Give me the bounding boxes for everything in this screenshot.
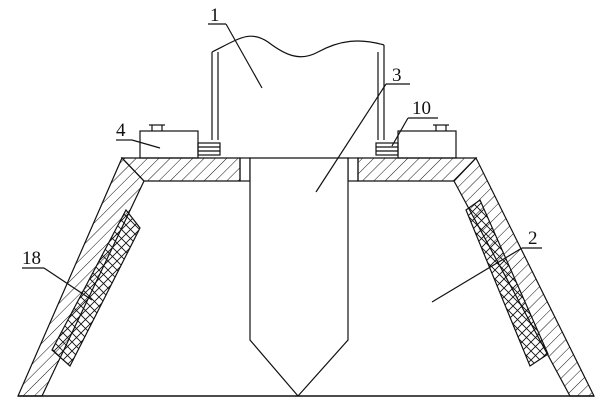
right-liner [465,199,549,367]
label-part-3: 3 [392,65,402,86]
left-clamp-block [139,124,221,159]
leader-lines [22,23,542,303]
right-clamp-block [375,124,457,159]
label-part-2: 2 [528,228,538,249]
left-liner [51,208,141,367]
label-part-18: 18 [22,248,41,269]
conical-housing [17,156,595,397]
label-part-1: 1 [210,5,220,26]
label-part-4: 4 [116,120,126,141]
central-blade [249,157,349,397]
label-part-10: 10 [412,98,431,119]
upper-shaft [211,35,385,140]
